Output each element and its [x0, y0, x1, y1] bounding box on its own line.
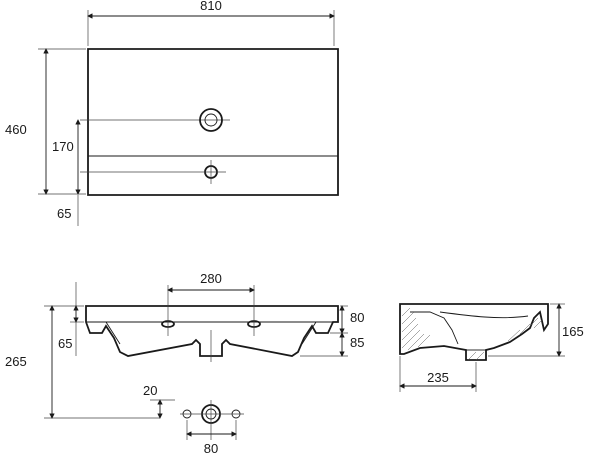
dim-overall-depth: 460 — [5, 122, 27, 137]
dim-section-depth: 235 — [427, 370, 449, 385]
drain-hole-outer — [199, 108, 223, 132]
top-view: 810 460 170 65 — [5, 0, 339, 226]
dim-side-height-right: 85 — [350, 335, 364, 350]
basin-top-outline — [87, 48, 339, 196]
section-hatch-left — [401, 307, 431, 351]
dim-hole-spacing: 80 — [204, 441, 218, 456]
section-drain — [465, 349, 487, 361]
dim-total-height: 265 — [5, 354, 27, 369]
front-view: 280 265 65 80 85 — [5, 271, 364, 419]
dim-overall-width: 810 — [200, 0, 222, 13]
basin-front-outline — [85, 305, 339, 357]
side-section-view: 165 235 — [399, 303, 584, 392]
dim-side-height-left: 65 — [58, 336, 72, 351]
dim-bowl-depth: 165 — [562, 324, 584, 339]
dim-hole-offset: 20 — [143, 383, 157, 398]
drain-hole-inner — [204, 113, 218, 127]
section-hatch-right — [507, 317, 543, 342]
dim-front-height: 80 — [350, 310, 364, 325]
dim-tap-hole-offset: 170 — [52, 139, 74, 154]
mounting-detail: 20 80 — [143, 383, 244, 456]
dim-tap-spacing: 280 — [200, 271, 222, 286]
section-outline — [399, 303, 549, 361]
dim-front-edge: 65 — [57, 206, 71, 221]
